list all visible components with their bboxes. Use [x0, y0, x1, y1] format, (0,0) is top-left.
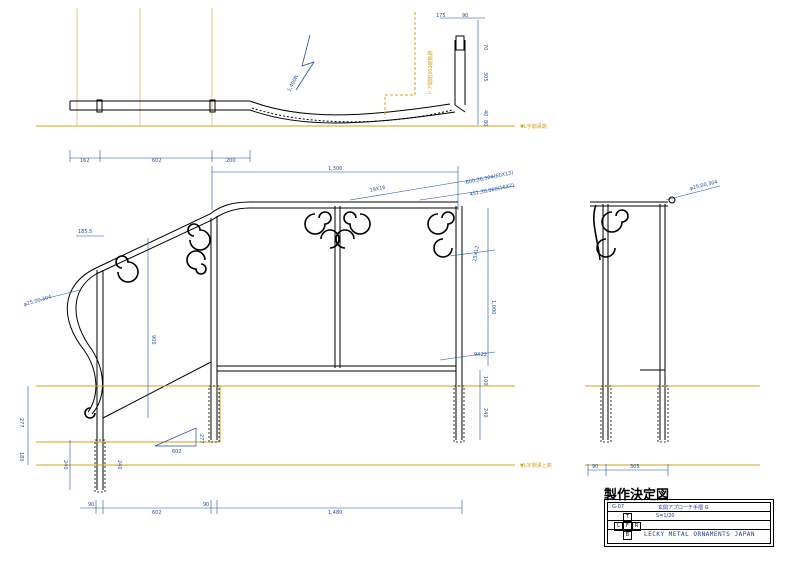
drawing-scale: S=1/20	[656, 513, 675, 519]
title-block: G-07 玄関アプローチ手摺 G S=1/20 LECKY METAL ORNA…	[604, 499, 774, 547]
top-dim-3: 200	[226, 158, 236, 164]
front-bottom-240: 240	[116, 460, 122, 470]
view-left-marker: L	[614, 522, 623, 531]
top-right-dim-3: 40	[482, 110, 488, 116]
drawing-title: 玄関アプローチ手摺 G	[658, 505, 709, 511]
front-dim-4: 1,480	[328, 510, 342, 516]
view-top-marker: T	[623, 513, 632, 522]
front-slope-w: 602	[172, 449, 182, 455]
front-post-240: 240	[482, 408, 488, 418]
front-rail-label-1: 19X16	[369, 185, 386, 194]
drawing-code: G-07	[612, 504, 625, 510]
side-dim-1: 90	[592, 464, 598, 470]
front-lower-rail-label: 9X22	[474, 352, 487, 358]
front-left-277: 277	[18, 418, 24, 428]
front-rail-label-3: 451,30,060(16X7)	[469, 183, 515, 198]
front-pipe-label: φ25,00,304	[23, 294, 52, 308]
front-ground-label: ▼L字側溝上端	[520, 462, 552, 469]
view-right-marker: R	[632, 522, 641, 531]
title-row-blank	[608, 521, 770, 530]
front-height-main: 1,000	[490, 300, 496, 314]
side-dim-2: 305	[630, 464, 640, 470]
front-view	[27, 166, 516, 514]
top-length-label: 1,400R	[286, 74, 300, 93]
title-row-code: G-07 玄関アプローチ手摺 G	[608, 503, 770, 512]
front-left-180: 180	[18, 452, 24, 462]
front-dim-1: 90	[88, 502, 94, 508]
front-height-900: 900	[150, 335, 156, 345]
front-dim-3: 90	[203, 502, 209, 508]
side-view	[585, 185, 760, 476]
top-view	[36, 8, 515, 162]
view-front-marker: F	[623, 522, 632, 531]
title-block-inner: G-07 玄関アプローチ手摺 G S=1/20 LECKY METAL ORNA…	[607, 502, 771, 544]
title-row-company: LECKY METAL ORNAMENTS JAPAN	[608, 530, 770, 539]
title-row-scale: S=1/20	[608, 512, 770, 521]
top-ground-label: ▼L字側溝端	[520, 123, 547, 130]
front-post-100: 100	[482, 376, 488, 386]
front-left-240: 240	[62, 460, 68, 470]
top-dim-2: 602	[152, 158, 162, 164]
company-name: LECKY METAL ORNAMENTS JAPAN	[644, 531, 756, 538]
top-door-note: ドア開閉360度軌跡	[427, 50, 434, 95]
top-end-dim-1: 175	[436, 13, 446, 19]
front-overall-dim: 1,300	[328, 166, 342, 172]
top-dim-1: 162	[80, 158, 90, 164]
front-slope-h: 277	[198, 434, 204, 444]
front-left-dim: 185.5	[78, 229, 92, 235]
top-end-dim-2: 90	[462, 13, 468, 19]
front-dim-2: 602	[152, 510, 162, 516]
top-right-dim-1: 70	[482, 44, 488, 50]
top-right-dim-2: 305	[482, 72, 488, 82]
front-post-label: 25X12	[472, 245, 481, 262]
view-bottom-marker: B	[623, 531, 632, 540]
top-right-dim-4: 80	[482, 120, 488, 126]
